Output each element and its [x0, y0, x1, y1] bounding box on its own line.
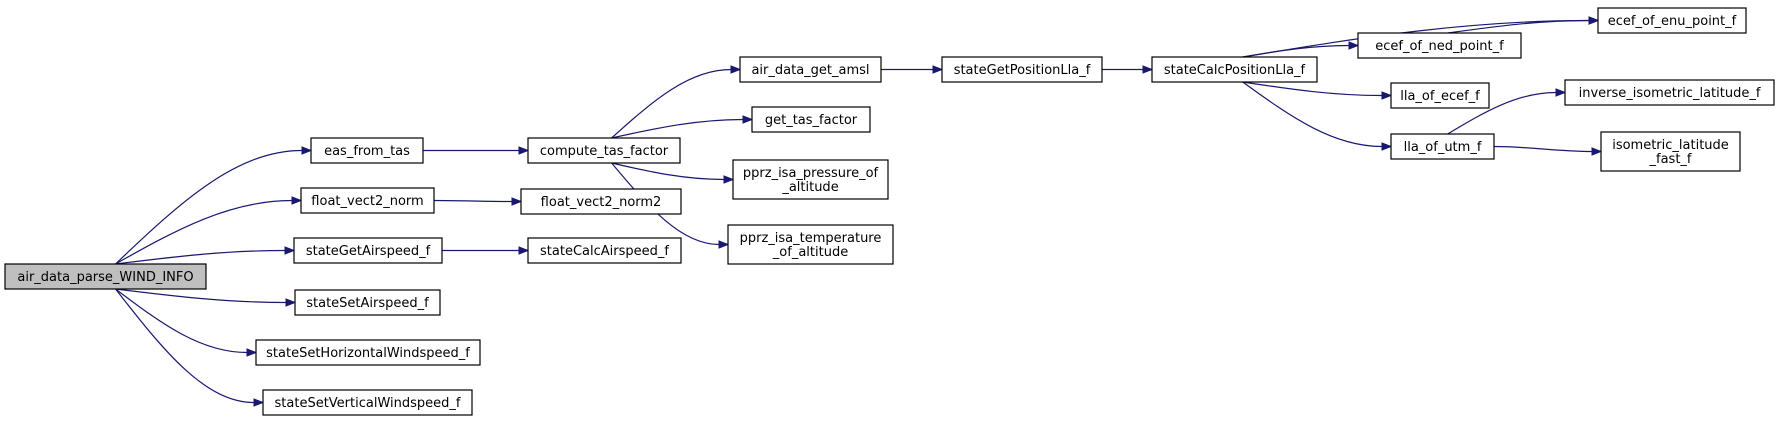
node-box — [293, 237, 443, 264]
node-box — [300, 187, 435, 214]
edge-statecalcpositionlla-f-to-lla-of-ecef-f — [1242, 81, 1393, 100]
node-label: stateCalcAirspeed_f — [540, 244, 669, 259]
node-box — [527, 237, 682, 264]
node-label: lla_of_utm_f — [1404, 140, 1482, 155]
node-label: stateSetAirspeed_f — [306, 296, 429, 311]
edge-air-data-parse-wind-info-to-statesetairspeed-f — [115, 288, 297, 307]
node-float-vect2-norm[interactable]: float_vect2_norm — [300, 187, 435, 214]
node-stategetpositionlla-f[interactable]: stateGetPositionLla_f — [941, 56, 1103, 83]
node-box — [520, 188, 682, 215]
edge-ecef-of-ned-point-f-to-ecef-of-enu-point-f — [1447, 16, 1600, 34]
edge-compute-tas-factor-to-pprz-isa-pressure-of-altitude — [611, 162, 735, 184]
node-label: stateGetAirspeed_f — [306, 244, 431, 259]
edge-statecalcpositionlla-f-to-lla-of-utm-f — [1242, 81, 1393, 151]
node-box — [262, 389, 473, 416]
node-label: pprz_isa_pressure_of — [743, 166, 879, 181]
node-box — [739, 56, 882, 83]
node-label: pprz_isa_temperature — [740, 231, 882, 246]
node-box — [294, 289, 441, 316]
node-label: air_data_get_amsl — [751, 63, 869, 78]
node-label: ecef_of_ned_point_f — [1375, 39, 1504, 54]
node-box — [310, 137, 424, 164]
node-lla-of-ecef-f[interactable]: lla_of_ecef_f — [1390, 82, 1490, 109]
edge-air-data-parse-wind-info-to-eas-from-tas — [115, 146, 313, 265]
edge-air-data-parse-wind-info-to-statesetverticalwindspeed-f — [115, 288, 265, 407]
node-box — [727, 224, 894, 265]
node-label: stateGetPositionLla_f — [954, 63, 1091, 78]
node-isometric-latitude-fast-f[interactable]: isometric_latitude_fast_f — [1600, 131, 1741, 172]
edge-lla-of-utm-f-to-inverse-isometric-latitude-f — [1447, 88, 1567, 135]
node-label: ecef_of_enu_point_f — [1608, 14, 1737, 29]
node-statesetverticalwindspeed-f[interactable]: stateSetVerticalWindspeed_f — [262, 389, 473, 416]
node-box — [527, 137, 681, 164]
node-box — [1151, 56, 1318, 83]
node-label: _of_altitude — [772, 245, 848, 260]
node-label: float_vect2_norm2 — [541, 195, 662, 210]
node-ecef-of-ned-point-f[interactable]: ecef_of_ned_point_f — [1357, 32, 1522, 59]
node-box — [732, 159, 889, 200]
edge-stategetairspeed-f-to-statecalcairspeed-f — [441, 246, 530, 255]
node-box — [255, 339, 481, 366]
node-box — [1597, 7, 1747, 34]
node-label: compute_tas_factor — [540, 144, 669, 159]
node-eas-from-tas[interactable]: eas_from_tas — [310, 137, 424, 164]
edge-eas-from-tas-to-compute-tas-factor — [422, 146, 530, 155]
edge-lla-of-utm-f-to-isometric-latitude-fast-f — [1493, 145, 1603, 156]
node-box — [1390, 133, 1495, 160]
node-box — [751, 106, 871, 133]
node-statesetairspeed-f[interactable]: stateSetAirspeed_f — [294, 289, 441, 316]
node-float-vect2-norm2[interactable]: float_vect2_norm2 — [520, 188, 682, 215]
node-statesethorizontalwindspeed-f[interactable]: stateSetHorizontalWindspeed_f — [255, 339, 481, 366]
node-get-tas-factor[interactable]: get_tas_factor — [751, 106, 871, 133]
node-box — [1357, 32, 1522, 59]
node-box — [941, 56, 1103, 83]
node-label: get_tas_factor — [765, 113, 858, 128]
edge-statecalcpositionlla-f-to-ecef-of-ned-point-f — [1242, 41, 1360, 58]
edges — [115, 16, 1603, 407]
node-label: inverse_isometric_latitude_f — [1579, 86, 1761, 101]
node-box — [1600, 131, 1741, 172]
node-air-data-get-amsl[interactable]: air_data_get_amsl — [739, 56, 882, 83]
node-box — [4, 263, 207, 290]
node-inverse-isometric-latitude-f[interactable]: inverse_isometric_latitude_f — [1564, 79, 1775, 106]
node-label: lla_of_ecef_f — [1400, 89, 1480, 104]
node-statecalcpositionlla-f[interactable]: stateCalcPositionLla_f — [1151, 56, 1318, 83]
node-label: stateCalcPositionLla_f — [1164, 63, 1306, 78]
node-air-data-parse-wind-info[interactable]: air_data_parse_WIND_INFO — [4, 263, 207, 290]
node-label: stateSetHorizontalWindspeed_f — [266, 346, 470, 361]
edge-compute-tas-factor-to-pprz-isa-temperature-of-altitude — [611, 162, 730, 249]
node-box — [1390, 82, 1490, 109]
node-ecef-of-enu-point-f[interactable]: ecef_of_enu_point_f — [1597, 7, 1747, 34]
node-label: _fast_f — [1649, 152, 1692, 167]
node-box — [1564, 79, 1775, 106]
node-pprz-isa-temperature-of-altitude[interactable]: pprz_isa_temperature_of_altitude — [727, 224, 894, 265]
node-label: _altitude — [781, 180, 838, 195]
node-label: isometric_latitude — [1612, 138, 1729, 153]
node-pprz-isa-pressure-of-altitude[interactable]: pprz_isa_pressure_of_altitude — [732, 159, 889, 200]
node-label: float_vect2_norm — [311, 194, 423, 209]
node-lla-of-utm-f[interactable]: lla_of_utm_f — [1390, 133, 1495, 160]
node-label: eas_from_tas — [324, 144, 410, 159]
edge-air-data-parse-wind-info-to-float-vect2-norm — [115, 196, 303, 265]
edge-air-data-parse-wind-info-to-statesethorizontalwindspeed-f — [115, 288, 258, 357]
edge-compute-tas-factor-to-get-tas-factor — [611, 115, 754, 139]
edge-stategetpositionlla-f-to-statecalcpositionlla-f — [1102, 65, 1154, 74]
node-label: stateSetVerticalWindspeed_f — [275, 396, 461, 411]
edge-air-data-get-amsl-to-stategetpositionlla-f — [881, 65, 944, 74]
nodes: air_data_parse_WIND_INFO eas_from_tas comp… — [4, 7, 1775, 416]
edge-float-vect2-norm-to-float-vect2-norm2 — [433, 197, 523, 206]
node-compute-tas-factor[interactable]: compute_tas_factor — [527, 137, 681, 164]
node-stategetairspeed-f[interactable]: stateGetAirspeed_f — [293, 237, 443, 264]
edge-compute-tas-factor-to-air-data-get-amsl — [611, 65, 742, 139]
edge-air-data-parse-wind-info-to-stategetairspeed-f — [115, 246, 296, 265]
node-label: air_data_parse_WIND_INFO — [17, 270, 193, 285]
node-statecalcairspeed-f[interactable]: stateCalcAirspeed_f — [527, 237, 682, 264]
